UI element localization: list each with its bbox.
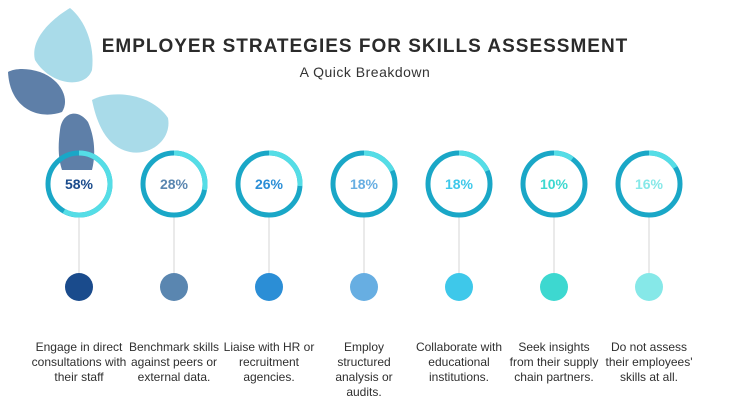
value-ring: [140, 150, 208, 218]
chart-title: EMPLOYER STRATEGIES FOR SKILLS ASSESSMEN…: [101, 36, 629, 57]
category-dot: [540, 273, 568, 301]
category-label: Collaborate with educational institution…: [415, 340, 503, 384]
category-dot: [350, 273, 378, 301]
category-label: Engage in direct consultations with thei…: [31, 340, 127, 384]
category-label: Benchmark skills against peers or extern…: [128, 340, 220, 384]
value-ring: [235, 150, 303, 218]
chart-subtitle: A Quick Breakdown: [299, 64, 431, 80]
value-ring: [615, 150, 683, 218]
value-label: 58%: [65, 176, 94, 192]
value-ring: [45, 150, 113, 218]
category-dot: [65, 273, 93, 301]
category-label: Seek insights from their supply chain pa…: [509, 340, 599, 384]
value-label: 18%: [350, 176, 379, 192]
value-label: 18%: [445, 176, 474, 192]
category-dot: [255, 273, 283, 301]
value-label: 26%: [255, 176, 284, 192]
value-label: 10%: [540, 176, 569, 192]
value-ring: [330, 150, 398, 218]
category-dot: [635, 273, 663, 301]
value-label: 16%: [635, 176, 664, 192]
value-label: 28%: [160, 176, 189, 192]
category-label: Do not assess their employees' skills at…: [605, 340, 693, 384]
category-label: Liaise with HR or recruitment agencies.: [223, 340, 315, 384]
category-dot: [445, 273, 473, 301]
value-ring: [520, 150, 588, 218]
category-dot: [160, 273, 188, 301]
category-label: Employ structured analysis or audits.: [335, 340, 393, 399]
value-ring: [425, 150, 493, 218]
